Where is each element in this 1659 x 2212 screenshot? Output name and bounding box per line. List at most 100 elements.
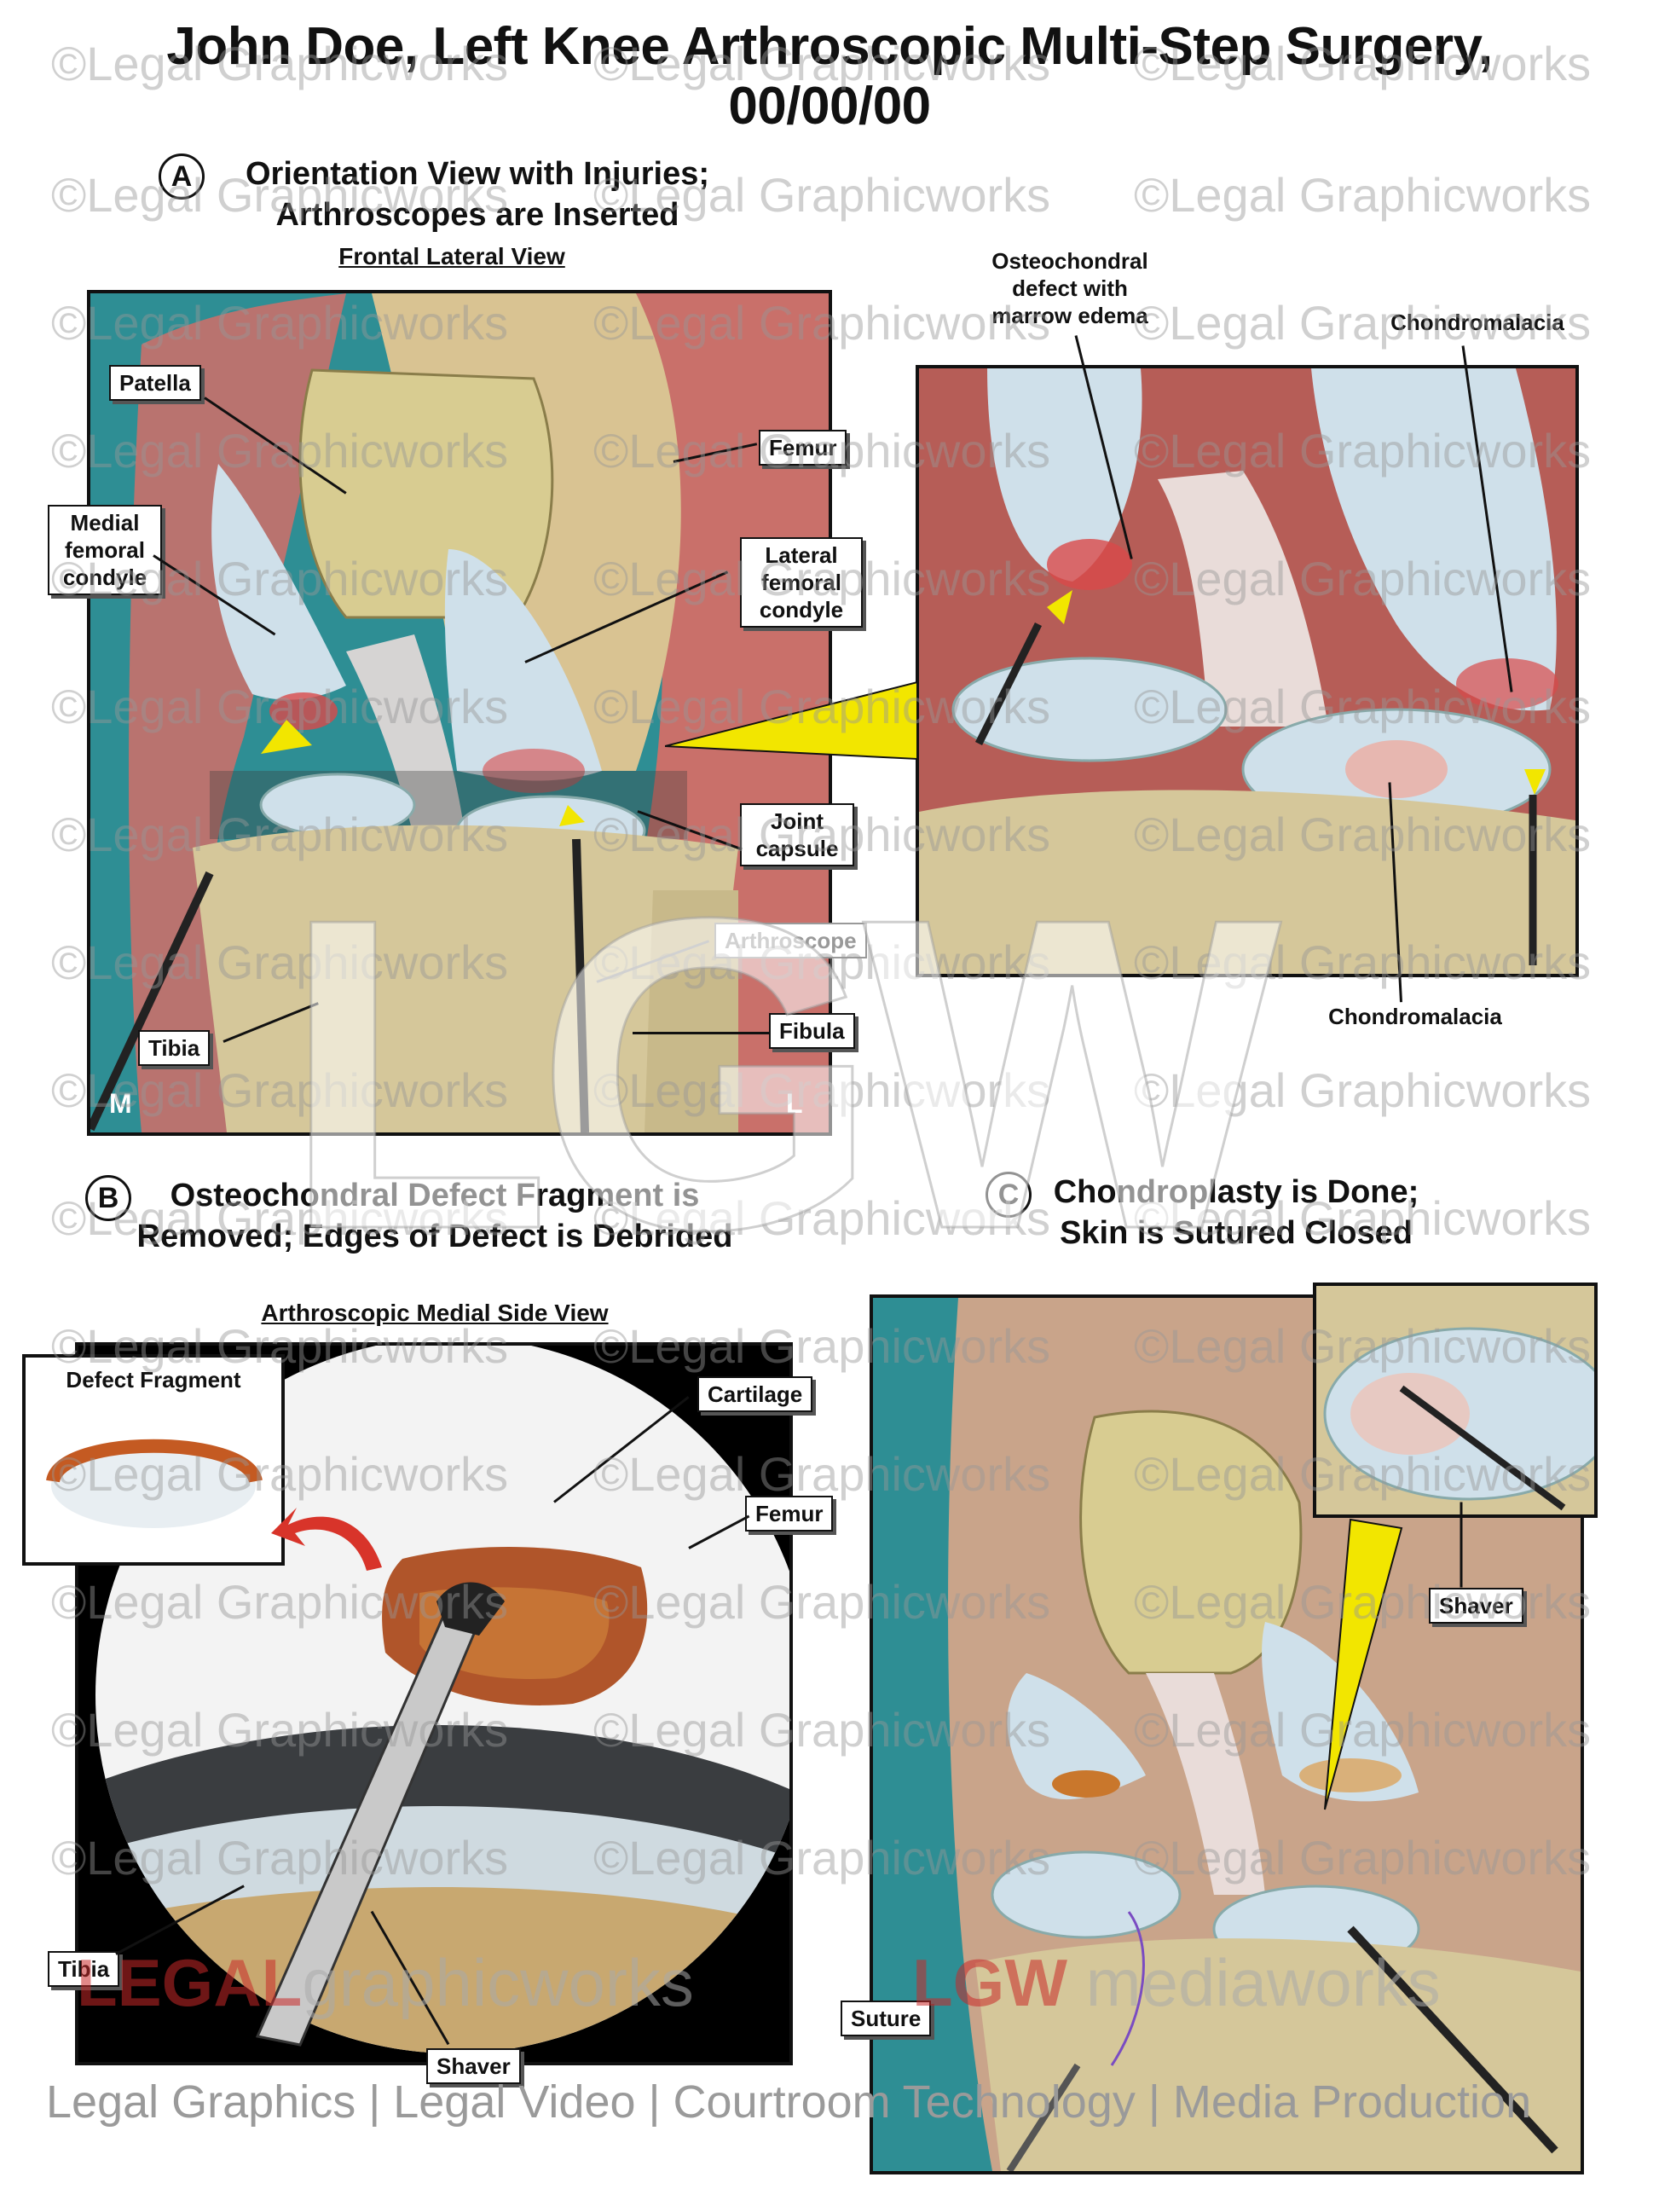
section-a-subtitle: Frontal Lateral View: [338, 243, 565, 269]
watermark: ©Legal Graphicworks: [1134, 808, 1592, 861]
brand-lgw-mediaworks: LGW mediaworks: [912, 1944, 1441, 2022]
shaver-inset-drawing: [1316, 1286, 1594, 1514]
medial-side-marker: M: [109, 1088, 132, 1119]
label-fibula: Fibula: [769, 1013, 855, 1049]
watermark: ©Legal Graphicworks: [593, 552, 1051, 605]
label-cartilage: Cartilage: [697, 1376, 813, 1412]
label-chondromalacia-bottom: Chondromalacia: [1328, 1004, 1502, 1029]
watermark: ©Legal Graphicworks: [1134, 168, 1592, 222]
watermark: ©Legal Graphicworks: [51, 1447, 509, 1501]
watermark: ©Legal Graphicworks: [51, 1319, 509, 1373]
watermark: ©Legal Graphicworks: [1134, 1191, 1592, 1245]
section-c-title: Chondroplasty is Done; Skin is Sutured C…: [1032, 1172, 1441, 1254]
label-femur-a: Femur: [759, 430, 847, 466]
watermark: ©Legal Graphicworks: [51, 1063, 509, 1117]
label-osteochondral-defect: Osteochondral defect with marrow edema: [980, 247, 1159, 329]
watermark: ©Legal Graphicworks: [51, 424, 509, 478]
knee-detail-illustration: [916, 365, 1579, 977]
watermark: ©Legal Graphicworks: [51, 1703, 509, 1757]
lateral-side-marker: L: [786, 1088, 803, 1119]
watermark: ©Legal Graphicworks: [593, 808, 1051, 861]
label-shaver-b: Shaver: [426, 2048, 521, 2084]
zoom-callout-pointer: [665, 680, 918, 761]
watermark: ©Legal Graphicworks: [1134, 1319, 1592, 1373]
label-tibia-b: Tibia: [48, 1951, 120, 1987]
watermark: ©Legal Graphicworks: [1134, 552, 1592, 605]
section-c-letter: C: [986, 1172, 1032, 1218]
watermark: ©Legal Graphicworks: [51, 168, 509, 222]
osteo-line-3: marrow edema: [991, 303, 1148, 328]
watermark: ©Legal Graphicworks: [593, 37, 1051, 90]
watermark: ©Legal Graphicworks: [1134, 1703, 1592, 1757]
defect-fragment-inset: Defect Fragment: [22, 1354, 285, 1566]
watermark: ©Legal Graphicworks: [593, 1831, 1051, 1885]
joint-line-1: Joint: [770, 808, 824, 834]
section-b-title-line-1: Osteochondral Defect Fragment is: [170, 1178, 700, 1213]
section-b-title-line-2: Removed; Edges of Defect is Debrided: [136, 1219, 733, 1254]
watermark: ©Legal Graphicworks: [51, 1575, 509, 1629]
watermark: ©Legal Graphicworks: [593, 680, 1051, 733]
watermark: ©Legal Graphicworks: [51, 37, 509, 90]
lateral-line-1: Lateral: [765, 542, 838, 568]
watermark: ©Legal Graphicworks: [593, 424, 1051, 478]
knee-frontal-drawing: [90, 293, 829, 1132]
label-joint-capsule: Joint capsule: [740, 803, 854, 866]
label-medial-femoral-condyle: Medial femoral condyle: [48, 505, 162, 595]
frontal-lateral-illustration: [87, 290, 832, 1136]
watermark: ©Legal Graphicworks: [1134, 1575, 1592, 1629]
watermark: ©Legal Graphicworks: [593, 1447, 1051, 1501]
lateral-line-2: femoral: [761, 570, 841, 595]
watermark: ©Legal Graphicworks: [593, 935, 1051, 989]
label-lateral-femoral-condyle: Lateral femoral condyle: [740, 537, 863, 628]
label-arthroscope: Arthroscope: [714, 923, 867, 958]
section-a-letter: A: [159, 153, 205, 200]
medial-line-2: femoral: [65, 537, 145, 563]
brand-lgw-bold: LGW: [912, 1945, 1067, 2020]
brand-legal-bold: LEGAL: [77, 1945, 303, 2020]
title-line-1: John Doe, Left Knee Arthroscopic Multi-S…: [166, 17, 1493, 76]
watermark: ©Legal Graphicworks: [593, 1703, 1051, 1757]
section-a-title-line-2: Arthroscopes are Inserted: [275, 197, 679, 233]
brand-legal-light: graphicworks: [302, 1945, 694, 2020]
watermark: ©Legal Graphicworks: [1134, 296, 1592, 350]
osteo-line-1: Osteochondral: [991, 248, 1148, 274]
watermark: ©Legal Graphicworks: [1134, 680, 1592, 733]
watermark: ©Legal Graphicworks: [1134, 1447, 1592, 1501]
watermark: ©Legal Graphicworks: [593, 1319, 1051, 1373]
section-c-title-line-1: Chondroplasty is Done;: [1053, 1174, 1419, 1210]
section-b-subtitle: Arthroscopic Medial Side View: [261, 1300, 609, 1326]
watermark: ©Legal Graphicworks: [51, 552, 509, 605]
section-c-title-line-2: Skin is Sutured Closed: [1060, 1215, 1413, 1251]
label-shaver-c: Shaver: [1429, 1588, 1523, 1624]
watermark: ©Legal Graphicworks: [51, 1831, 509, 1885]
leader-fibula: [633, 1032, 769, 1034]
watermark: ©Legal Graphicworks: [51, 1191, 509, 1245]
watermark: ©Legal Graphicworks: [1134, 37, 1592, 90]
section-b-title: Osteochondral Defect Fragment is Removed…: [102, 1175, 767, 1257]
lateral-line-3: condyle: [759, 597, 844, 622]
label-tibia-a: Tibia: [138, 1030, 211, 1066]
medial-line-3: condyle: [62, 565, 147, 590]
watermark: ©Legal Graphicworks: [51, 935, 509, 989]
section-a-title-line-1: Orientation View with Injuries;: [245, 156, 710, 192]
label-femur-b: Femur: [745, 1496, 834, 1532]
title-line-2: 00/00/00: [728, 77, 931, 136]
joint-line-2: capsule: [755, 836, 839, 861]
watermark: ©Legal Graphicworks: [593, 1575, 1051, 1629]
fragment-drawing: [46, 1439, 263, 1528]
watermark: ©Legal Graphicworks: [51, 296, 509, 350]
watermark: ©Legal Graphicworks: [593, 1063, 1051, 1117]
osteo-line-2: defect with: [1012, 275, 1128, 301]
label-suture: Suture: [841, 2001, 932, 2036]
watermark: ©Legal Graphicworks: [51, 680, 509, 733]
knee-detail-drawing: [919, 368, 1575, 974]
arthroscopic-medial-illustration: [75, 1342, 793, 2065]
watermark: ©Legal Graphicworks: [1134, 424, 1592, 478]
page-title: John Doe, Left Knee Arthroscopic Multi-S…: [0, 17, 1659, 136]
label-patella: Patella: [109, 365, 201, 401]
watermark: ©Legal Graphicworks: [1134, 935, 1592, 989]
section-a-title: Orientation View with Injuries; Arthrosc…: [205, 153, 750, 235]
label-chondromalacia-top: Chondromalacia: [1390, 310, 1564, 335]
brand-legal-graphicworks: LEGALgraphicworks: [77, 1944, 694, 2022]
medial-line-1: Medial: [70, 510, 140, 536]
